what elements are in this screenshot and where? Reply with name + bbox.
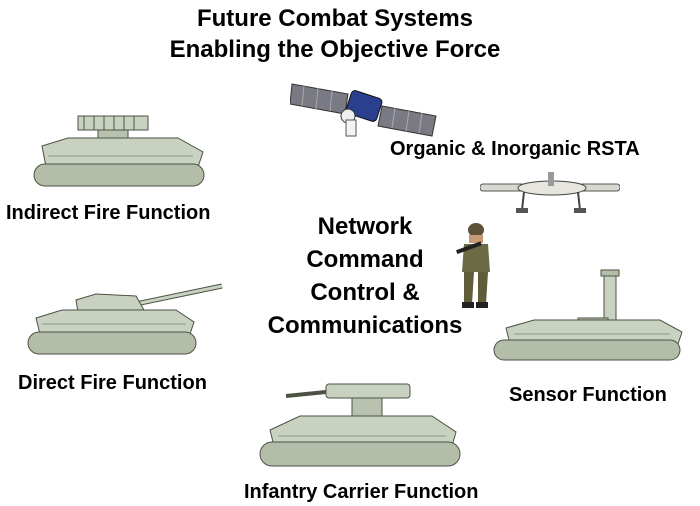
rsta-label: Organic & Inorganic RSTA [390, 138, 640, 160]
network-text-line1: Network [317, 213, 413, 240]
sensor-label: Sensor Function [509, 384, 667, 406]
soldier-illustration [456, 223, 490, 308]
sensor-vehicle-illustration [493, 269, 683, 361]
network-text-line2: Command [306, 246, 424, 273]
direct-fire-label: Direct Fire Function [18, 372, 207, 394]
uav-illustration [480, 172, 620, 213]
diagram-title-line2: Enabling the Objective Force [169, 36, 501, 63]
network-text-line3: Control & [310, 279, 420, 306]
network-text-line4: Communications [267, 312, 463, 339]
infantry-carrier-vehicle-illustration [259, 383, 461, 467]
diagram-title-line1: Future Combat Systems [196, 5, 474, 32]
satellite-illustration [290, 83, 437, 137]
indirect-fire-vehicle-illustration [33, 115, 205, 187]
infantry-carrier-label: Infantry Carrier Function [244, 481, 479, 503]
direct-fire-vehicle-illustration [27, 283, 223, 355]
indirect-fire-label: Indirect Fire Function [6, 202, 211, 224]
